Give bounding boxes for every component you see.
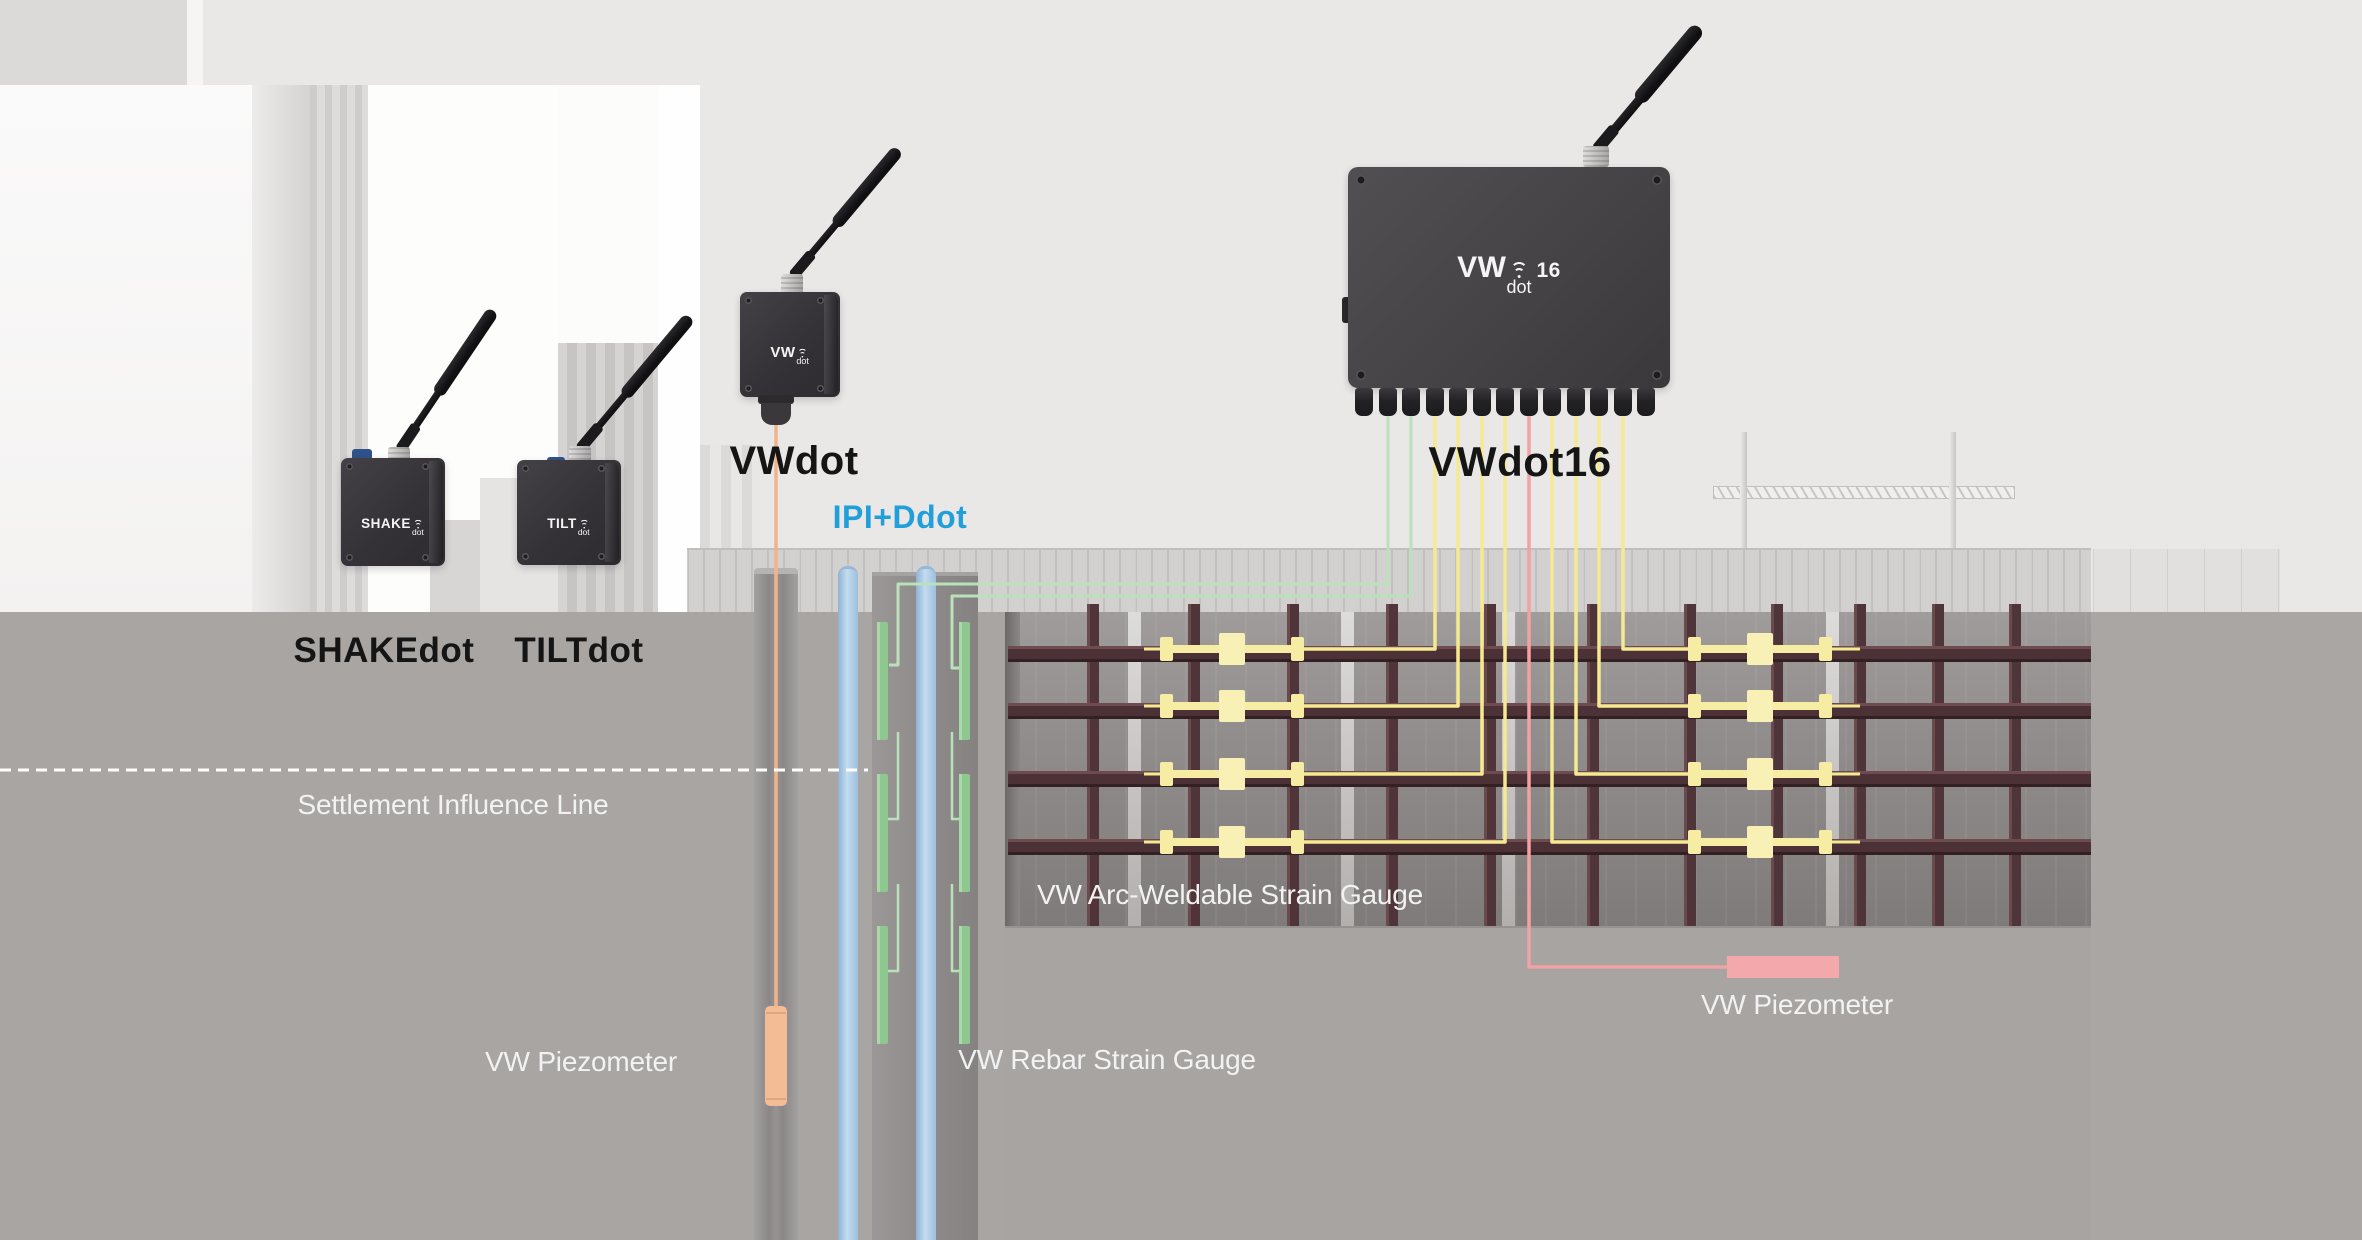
tiltdot-logo-main: TILT bbox=[547, 516, 577, 531]
wifi-icon bbox=[413, 519, 423, 529]
vw-piezometer-right-label: VW Piezometer bbox=[1701, 989, 1893, 1020]
building-ceiling bbox=[0, 0, 187, 85]
excavation-pit-wall bbox=[1005, 612, 2091, 926]
scaffold-truss bbox=[1713, 486, 2015, 499]
cable-gland bbox=[1637, 388, 1655, 416]
vwdot-antenna-connector bbox=[781, 274, 803, 294]
vwdot-logo-sub: dot bbox=[796, 356, 809, 366]
vwdot16-logo-sub: dot bbox=[1506, 277, 1532, 297]
vwdot-label: VWdot bbox=[729, 439, 859, 483]
vwdot16-side-tab bbox=[1342, 297, 1350, 323]
wifi-icon bbox=[797, 348, 808, 358]
piezometer-sensors bbox=[765, 956, 1839, 1106]
building-ceiling-edge bbox=[187, 0, 203, 85]
soil-block-right bbox=[2091, 612, 2362, 1240]
vw-rebar-strain-gauge-label: VW Rebar Strain Gauge bbox=[958, 1044, 1256, 1075]
cable-gland bbox=[1425, 388, 1444, 416]
shakedot-logo-main: SHAKE bbox=[361, 516, 411, 531]
tiltdot-logo-sub: dot bbox=[577, 527, 590, 537]
scaffold-pole-right bbox=[1949, 432, 1956, 548]
vw-piezometer-sensor-borehole bbox=[765, 1006, 787, 1106]
arc-weldable-strain-gauges bbox=[1144, 633, 1860, 858]
inclinometer-tube bbox=[916, 566, 936, 1240]
vwdot-cable-gland-ring bbox=[758, 395, 794, 404]
cable-gland bbox=[1402, 388, 1420, 416]
cable-gland bbox=[1566, 388, 1585, 416]
vwdot-cable-gland bbox=[761, 403, 791, 425]
cable-gland bbox=[1378, 388, 1397, 416]
vw-piezometer-sensor-soil bbox=[1727, 956, 1839, 978]
vw-arc-weldable-strain-gauge-label: VW Arc-Weldable Strain Gauge bbox=[1036, 879, 1424, 910]
ground-surface-left bbox=[0, 612, 1005, 1240]
vwdot16-logo-main: VW bbox=[1457, 251, 1507, 284]
ipi-ddot-label: IPI+Ddot bbox=[832, 499, 968, 535]
cable-gland bbox=[1613, 388, 1632, 416]
cable-gland bbox=[1472, 388, 1491, 416]
building-corner-shade bbox=[252, 85, 310, 616]
building-white-facade bbox=[0, 85, 252, 616]
cable-gland bbox=[1519, 388, 1538, 416]
sensor-wires bbox=[774, 412, 1727, 1006]
vwdot16-cable-glands bbox=[1355, 388, 1655, 416]
shakedot-logo-sub: dot bbox=[411, 527, 424, 537]
vwdot16-logo-channels: 16 bbox=[1536, 259, 1561, 282]
cable-gland bbox=[1590, 388, 1608, 416]
vwdot-logo-main: VW bbox=[770, 344, 796, 361]
pit-bottom-soil bbox=[1005, 926, 2091, 1240]
shakedot-label: SHAKEdot bbox=[293, 631, 475, 670]
cable-gland bbox=[1543, 388, 1561, 416]
cable-gland bbox=[1496, 388, 1514, 416]
wifi-icon bbox=[1510, 262, 1528, 278]
scaffold-pole-left bbox=[1740, 432, 1747, 548]
pit-walers bbox=[1008, 646, 2091, 855]
rebar-strain-gauges bbox=[877, 622, 970, 1044]
sheet-pile-wall-light-panel bbox=[2093, 549, 2280, 613]
building-opening-upper bbox=[558, 85, 658, 343]
wifi-icon bbox=[579, 519, 589, 529]
cable-gland bbox=[1449, 388, 1467, 416]
vwdot16-antenna-connector bbox=[1583, 146, 1609, 167]
vwdot16-label: VWdot16 bbox=[1428, 438, 1612, 485]
tiltdot-label: TILTdot bbox=[514, 631, 644, 670]
settlement-influence-line-label: Settlement Influence Line bbox=[297, 789, 609, 820]
inclinometer-tube bbox=[838, 566, 858, 1240]
vw-piezometer-left-label: VW Piezometer bbox=[485, 1046, 677, 1077]
cable-gland bbox=[1355, 388, 1373, 416]
